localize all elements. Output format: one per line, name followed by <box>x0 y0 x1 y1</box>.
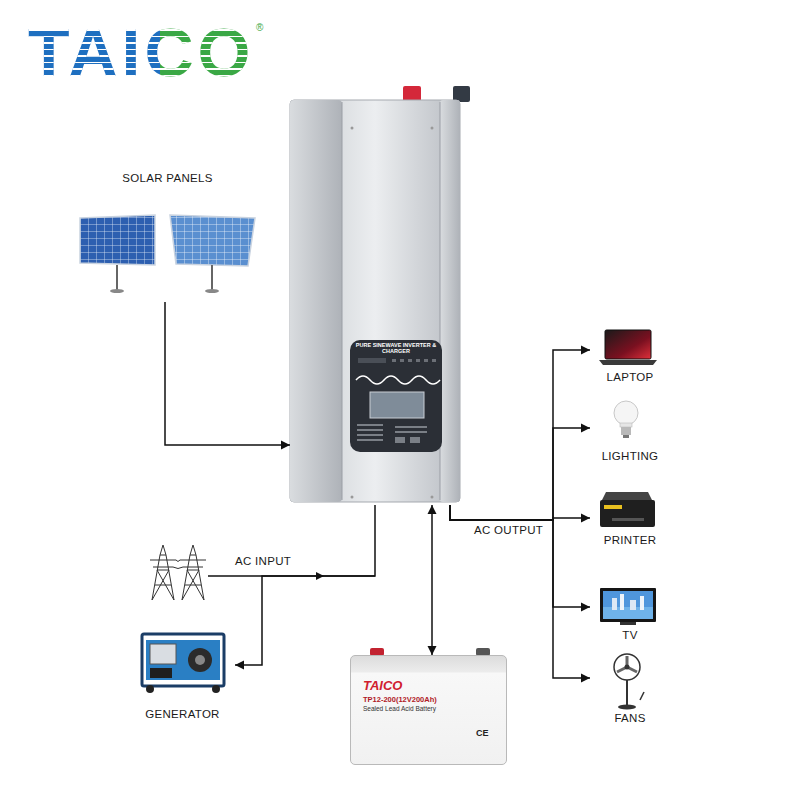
arrow-head <box>281 441 290 450</box>
connector <box>450 346 590 521</box>
node-label: PURE SINEWAVE INVERTER & CHARGER <box>352 342 440 354</box>
connector <box>165 302 290 450</box>
registered-mark: ® <box>256 22 263 33</box>
node-label: SOLAR PANELS <box>122 172 212 184</box>
television: TV <box>590 583 670 643</box>
connector <box>235 505 375 670</box>
arrow-head <box>581 514 590 523</box>
connector <box>450 424 590 521</box>
node-label: TP12-200(12V200Ah) <box>363 695 437 704</box>
arrow-head <box>235 661 244 670</box>
node-label: GENERATOR <box>145 708 219 720</box>
node-label: FANS <box>614 712 645 724</box>
arrow-head <box>428 505 437 514</box>
connector-line <box>450 428 590 520</box>
arrow-head <box>581 603 590 612</box>
node-label: TAICO <box>363 678 402 693</box>
connector <box>428 505 437 655</box>
connector-line <box>431 505 433 655</box>
connector-line <box>450 505 590 678</box>
connector-line <box>450 505 590 520</box>
node-label: Sealed Lead Acid Battery <box>363 705 436 712</box>
brand-logo: TAICO <box>28 18 255 86</box>
connector-line <box>450 350 590 520</box>
connector-line <box>165 302 290 445</box>
node-label: TV <box>622 629 637 641</box>
node-label: PRINTER <box>604 534 657 546</box>
solar-array: SOLAR PANELS <box>75 172 260 302</box>
arrow-head <box>581 424 590 433</box>
node-label: LIGHTING <box>602 450 659 462</box>
battery: TAICO TP12-200(12V200Ah)Sealed Lead Acid … <box>350 655 507 765</box>
laptop: LAPTOP <box>590 325 670 385</box>
node-label: LAPTOP <box>607 371 654 383</box>
arrow-head <box>581 346 590 355</box>
arrow-head <box>428 646 437 655</box>
fan: FANS <box>590 652 670 726</box>
line-label: AC OUTPUT <box>473 524 544 536</box>
cert-mark: CE <box>476 728 489 738</box>
light-bulb: LIGHTING <box>590 398 670 464</box>
connector-line <box>235 505 375 665</box>
inverter-charger: PURE SINEWAVE INVERTER & CHARGER <box>290 95 460 505</box>
connector <box>450 505 590 612</box>
line-label: AC INPUT <box>234 555 292 567</box>
arrow-head <box>581 674 590 683</box>
generator: GENERATOR <box>130 625 235 722</box>
printer: PRINTER <box>590 488 670 548</box>
